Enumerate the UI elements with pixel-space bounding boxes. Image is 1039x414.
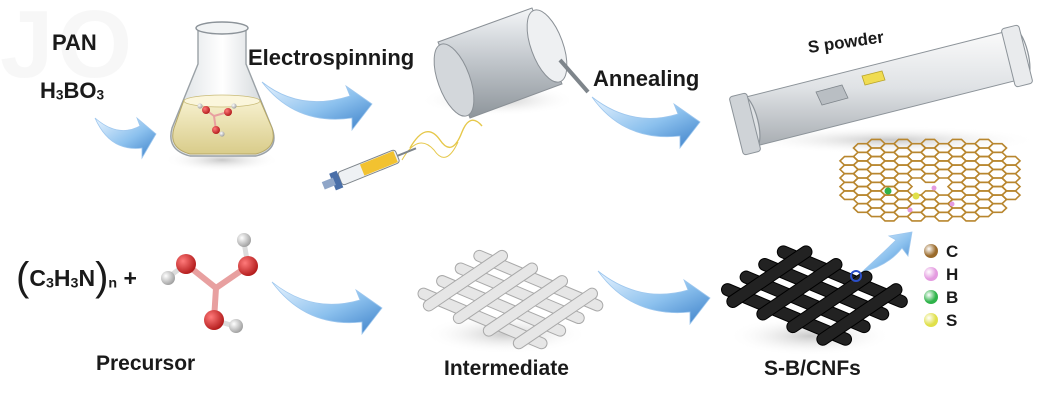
doped-graphene-sheet-icon (838, 138, 1022, 222)
s-b-cnfs-label: S-B/CNFs (764, 357, 861, 380)
legend-symbol: S (946, 311, 958, 330)
tube-furnace-icon (729, 24, 1039, 156)
legend-swatch (924, 267, 938, 281)
legend-swatch (924, 290, 938, 304)
boric-acid-label: H3BO3 (40, 78, 105, 103)
arrow-5 (597, 270, 711, 326)
legend-symbol: C (946, 242, 959, 261)
legend-symbol: H (946, 265, 959, 284)
carbon-nanofiber-mesh-icon (721, 245, 908, 356)
flask-icon (164, 21, 280, 172)
arrow-4 (271, 281, 383, 336)
annealing-label: Annealing (593, 66, 700, 91)
arrow-6 (860, 231, 913, 273)
legend-symbol: B (946, 288, 959, 307)
arrow-3 (591, 96, 701, 150)
legend-swatch (924, 244, 938, 258)
precursor-label: Precursor (96, 352, 196, 375)
collector-drum-icon (420, 7, 590, 119)
electrospinning-label: Electrospinning (248, 45, 415, 70)
pan-label: PAN (52, 30, 97, 55)
intermediate-mesh-icon (417, 249, 604, 354)
pan-formula-label: (C3H3N)n + (16, 255, 137, 299)
intermediate-label: Intermediate (444, 357, 569, 380)
boric-acid-molecule-icon (161, 233, 258, 333)
arrow-1 (94, 116, 157, 160)
legend-swatch (924, 313, 938, 327)
syringe-icon (321, 119, 483, 191)
arrow-2 (261, 81, 373, 132)
